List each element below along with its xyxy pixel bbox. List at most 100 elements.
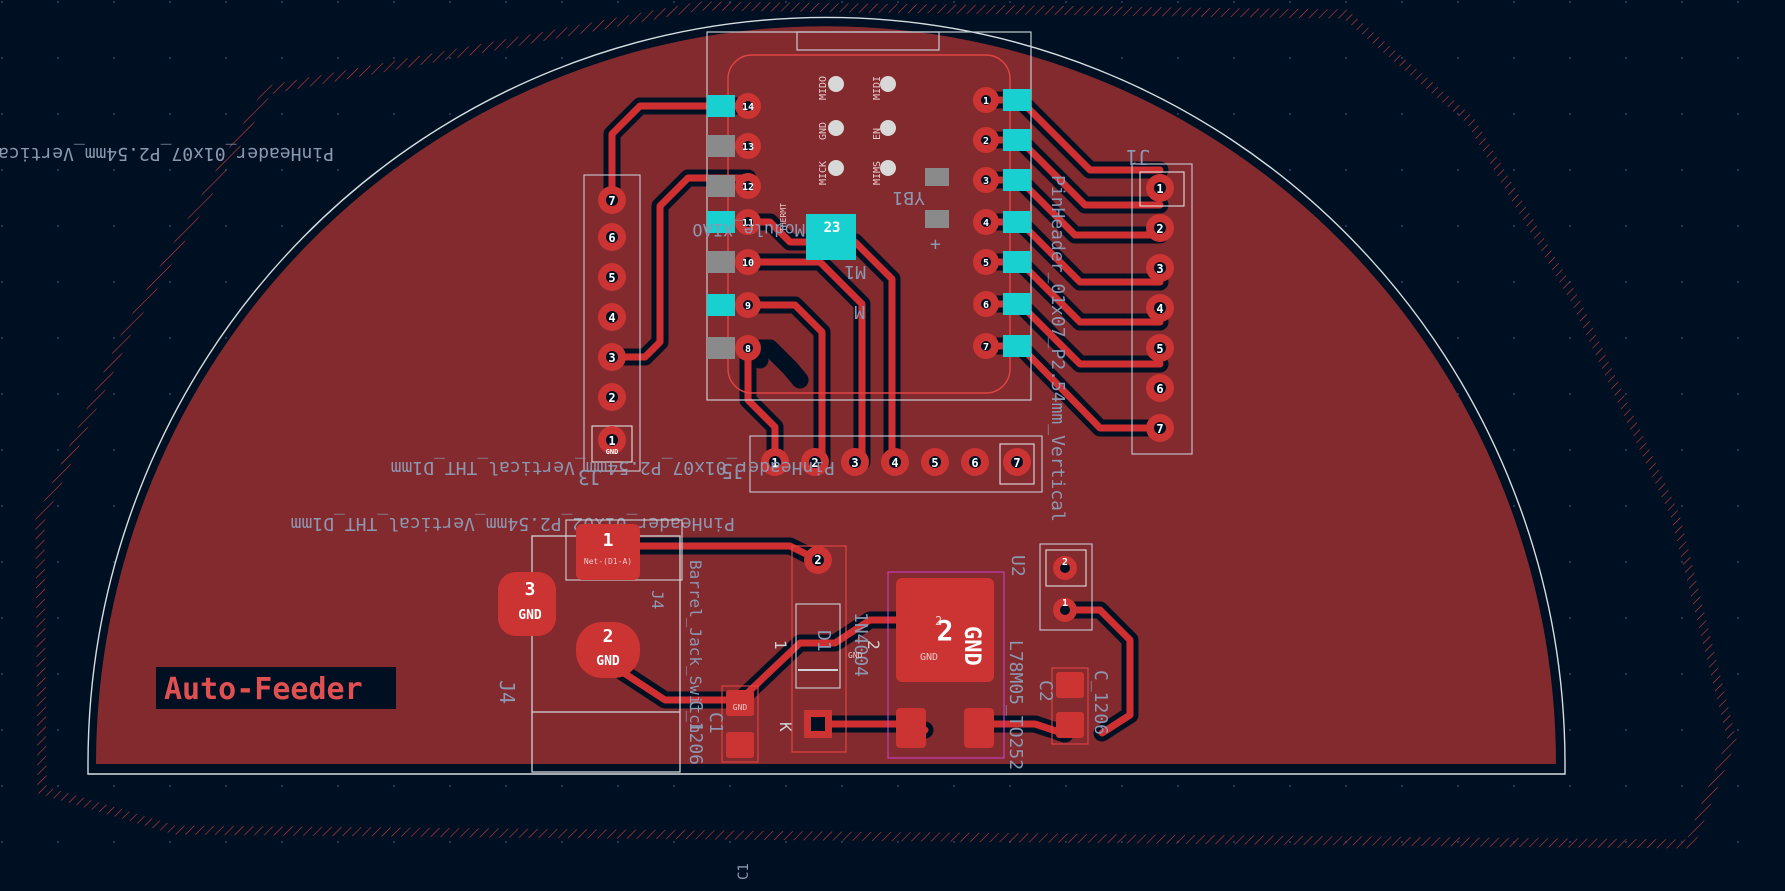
barrel-pad-3 bbox=[498, 572, 556, 636]
j5-ref: J5 bbox=[721, 459, 745, 483]
diode-pin1-label: 1 bbox=[771, 640, 790, 650]
xiao-left-pad bbox=[707, 251, 735, 273]
xiao-left-pin-number: 14 bbox=[742, 102, 754, 113]
xiao-left-pin-number: 9 bbox=[745, 301, 751, 312]
j5-name: PinHeader_01x07_P2.54mm_Vertical_THT_D1m… bbox=[391, 457, 835, 478]
capacitor-c2-footprint[interactable]: C2 C_1206 bbox=[1035, 667, 1111, 745]
xiao-right-pad bbox=[1003, 293, 1031, 315]
j1-ref: J1 bbox=[1126, 145, 1150, 169]
barrel-pad2-gnd: GND bbox=[596, 654, 620, 669]
j3-ref: J3 bbox=[578, 465, 602, 489]
xiao-right-pin-number: 7 bbox=[983, 342, 989, 353]
small-header-pin2: 2 bbox=[1062, 557, 1068, 568]
diode-pin2-label: 2 bbox=[864, 640, 883, 650]
regulator-pin1-pad bbox=[896, 708, 926, 748]
regulator-name: L78M05_TO252 bbox=[1005, 640, 1026, 770]
battery-pad-minus bbox=[925, 210, 949, 228]
capacitor-c1-footprint[interactable]: GND C1 C_1206 C1 bbox=[685, 685, 759, 880]
small-header-pin1: 1 bbox=[1062, 598, 1068, 609]
xiao-pin-midi: MIDI bbox=[872, 76, 883, 100]
diode-ref: D1 bbox=[813, 630, 834, 652]
diode-d1-footprint[interactable]: 2 D1 1N4004 K 1 2 GND bbox=[771, 545, 883, 753]
board-edge bbox=[87, 16, 1566, 775]
j3-pin-number: 7 bbox=[608, 194, 615, 208]
thermal-pad bbox=[806, 214, 856, 260]
j3-pin-number: 6 bbox=[608, 231, 615, 245]
regulator-pin3-pad bbox=[964, 708, 994, 748]
xiao-left-pin-number: 12 bbox=[742, 182, 754, 193]
c1-gnd: GND bbox=[733, 703, 748, 712]
battery-pad-plus bbox=[925, 168, 949, 186]
barrel-jack-footprint[interactable]: 1 Net-(D1-A) 2 GND 3 GND J4 J4 Barrel_Ja… bbox=[495, 519, 705, 773]
barrel-pad3-gnd: GND bbox=[518, 608, 542, 623]
j5-pin-number: 1 bbox=[771, 456, 778, 470]
xiao-pin-gnd: GND bbox=[818, 122, 829, 140]
diode-gnd-label: GND bbox=[848, 651, 863, 660]
j1-name: PinHeader_01x07_P2.54mm_Vertical bbox=[1047, 175, 1068, 522]
xiao-right-pin-number: 6 bbox=[983, 300, 989, 311]
diode-kathode: K bbox=[776, 722, 795, 732]
xiao-test-points bbox=[828, 76, 896, 176]
j3-gnd-label: GND bbox=[606, 448, 619, 456]
barrel-pad1-net: Net-(D1-A) bbox=[584, 557, 632, 566]
xiao-left-pad bbox=[707, 211, 735, 233]
j5-pin-number: 2 bbox=[811, 456, 818, 470]
xiao-ref-yb1: YB1 bbox=[892, 187, 925, 208]
c1-ref-offboard: C1 bbox=[736, 863, 752, 880]
barrel-pad3-num: 3 bbox=[525, 579, 536, 600]
xiao-left-pad bbox=[707, 337, 735, 359]
xiao-left-pad bbox=[707, 95, 735, 117]
xiao-right-pad bbox=[1003, 129, 1031, 151]
header-top-name: PinHeader_01x07_P2.54mm_Vertical_THT_D1m… bbox=[0, 143, 334, 164]
xiao-right-pad bbox=[1003, 335, 1031, 357]
j5-pin-number: 3 bbox=[851, 456, 858, 470]
barrel-ref-j4: J4 bbox=[495, 680, 519, 704]
c1-ref: C1 bbox=[705, 712, 726, 734]
barrel-pad1-num: 1 bbox=[603, 530, 614, 551]
regulator-tab-pad bbox=[896, 578, 994, 682]
j1-pin-number: 2 bbox=[1156, 222, 1163, 236]
barrel-ref-j4-b: J4 bbox=[648, 590, 667, 609]
regulator-pin2-a: 2 bbox=[935, 614, 942, 628]
c2-pkg: C_1206 bbox=[1090, 670, 1111, 735]
barrel-jack-name: Barrel_Jack_Switch bbox=[686, 560, 705, 733]
j5-pin-number: 5 bbox=[931, 456, 938, 470]
xiao-right-pin-number: 2 bbox=[983, 136, 989, 147]
xiao-left-pin-number: 8 bbox=[745, 344, 751, 355]
xiao-left-pin-number: 10 bbox=[742, 258, 754, 269]
j1-pin-number: 6 bbox=[1156, 382, 1163, 396]
thermal-pad-label: 23 bbox=[824, 220, 841, 236]
xiao-module-name: Module_XIAO bbox=[692, 219, 805, 239]
regulator-big-pad: 2 bbox=[937, 614, 954, 647]
j3-pin-number: 2 bbox=[608, 391, 615, 405]
j5-pin-number: 7 bbox=[1013, 456, 1020, 470]
xiao-right-pin-number: 5 bbox=[983, 258, 989, 269]
xiao-left-pad bbox=[707, 135, 735, 157]
j3-pin-number: 1 bbox=[608, 434, 615, 448]
xiao-left-pad bbox=[707, 175, 735, 197]
xiao-pin-mick: MICK bbox=[818, 161, 829, 185]
xiao-right-pin-number: 3 bbox=[983, 176, 989, 187]
xiao-right-pad bbox=[1003, 211, 1031, 233]
diode-name: 1N4004 bbox=[850, 612, 871, 677]
c1-pkg: C_1206 bbox=[685, 700, 706, 765]
thermal-pad-note: THERMT bbox=[779, 203, 788, 232]
header-small-name: PinHeader_01x02_P2.54mm_Vertical_THT_D1m… bbox=[291, 513, 735, 534]
regulator-gnd-big: GND bbox=[959, 626, 984, 666]
xiao-right-pin-number: 4 bbox=[983, 218, 989, 229]
c2-ref: C2 bbox=[1035, 680, 1056, 702]
barrel-pad-1 bbox=[576, 524, 640, 580]
regulator-u2-footprint[interactable]: 2 GND GND 2 L78M05_TO252 U2 bbox=[887, 555, 1028, 770]
xiao-left-pad bbox=[707, 294, 735, 316]
courtyard-outline bbox=[35, 1, 1737, 849]
xiao-plus-sign: + bbox=[930, 234, 941, 255]
xiao-ref-m: M bbox=[854, 301, 865, 322]
xiao-pin-mido: MIDO bbox=[818, 76, 829, 100]
j3-pin-number: 3 bbox=[608, 351, 615, 365]
board-title[interactable]: Auto-Feeder bbox=[156, 667, 396, 709]
